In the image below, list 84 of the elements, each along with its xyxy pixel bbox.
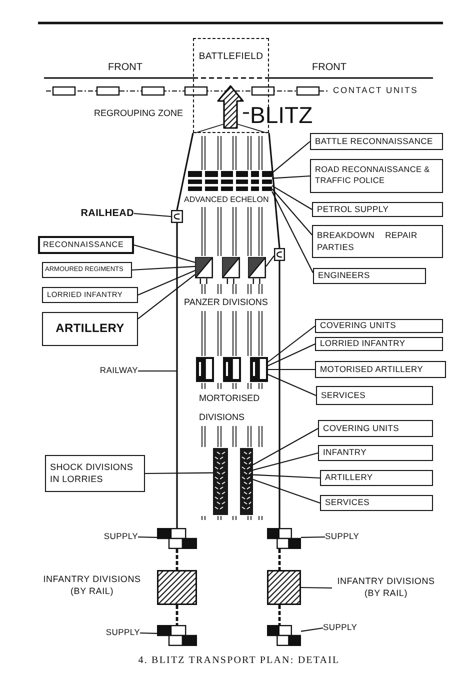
railway-line xyxy=(278,605,281,625)
division-symbol xyxy=(248,257,266,284)
unit-box: INFANTRY xyxy=(318,445,433,461)
supply-label: SUPPLY xyxy=(325,531,371,543)
leader-line xyxy=(268,344,316,366)
unit-box: ENGINEERS xyxy=(313,268,426,284)
front-label: FRONT xyxy=(108,62,142,74)
division-symbol xyxy=(195,257,213,284)
echelon-label: ADVANCED ECHELON xyxy=(184,195,269,204)
leader-line xyxy=(252,428,318,466)
division-symbol xyxy=(196,357,214,382)
railway-line xyxy=(176,223,178,528)
infantry-division-block xyxy=(157,570,197,605)
unit-box: ARTILLERY xyxy=(320,470,433,486)
unit-box: LORRIED INFANTRY xyxy=(315,337,443,351)
unit-box: RECONNAISSANCE xyxy=(38,236,134,254)
leader-line xyxy=(301,536,325,538)
leader-line xyxy=(300,627,324,632)
leader-line xyxy=(252,478,320,504)
railway-line xyxy=(176,132,194,210)
leader-line xyxy=(272,175,310,179)
unit-box: ROAD RECONNAISSANCE & TRAFFIC POLICE xyxy=(310,159,443,193)
division-label: PANZER DIVISIONS xyxy=(184,297,268,308)
railhead-marker-icon xyxy=(274,248,285,261)
division-bar xyxy=(240,448,253,515)
leader-line xyxy=(268,368,315,370)
railway-line xyxy=(278,261,280,528)
unit-box: SHOCK DIVISIONS IN LORRIES xyxy=(45,455,145,492)
unit-box: COVERING UNITS xyxy=(318,420,433,437)
leader-line xyxy=(132,266,196,271)
leader-line xyxy=(138,536,158,538)
railway-label: RAILWAY xyxy=(90,365,138,377)
unit-box: MOTORISED ARTILLERY xyxy=(315,361,446,378)
supply-symbol xyxy=(267,528,301,549)
railhead-label: RAILHEAD xyxy=(68,207,134,220)
division-symbol xyxy=(222,257,240,284)
railway-line xyxy=(176,605,178,625)
leader-line xyxy=(301,586,332,589)
railway-line xyxy=(278,549,281,570)
division-bar xyxy=(213,448,228,515)
unit-box: ARTILLERY xyxy=(42,312,138,346)
leader-line xyxy=(145,472,213,474)
division-symbol xyxy=(250,357,268,382)
unit-box: PETROL SUPPLY xyxy=(312,202,443,217)
leader-line xyxy=(138,270,196,296)
railway-line xyxy=(268,132,280,248)
unit-box: COVERING UNITS xyxy=(315,319,443,333)
leader-line xyxy=(272,141,310,174)
supply-label: SUPPLY xyxy=(92,627,140,639)
leader-line xyxy=(272,185,312,210)
leader-line xyxy=(266,255,274,267)
supply-symbol xyxy=(157,528,197,549)
regrouping-zone-label: REGROUPING ZONE xyxy=(94,108,184,118)
division-symbol xyxy=(223,357,241,382)
leader-line xyxy=(138,370,177,372)
leader-line xyxy=(140,632,158,634)
leader-line xyxy=(268,326,316,362)
leader-line xyxy=(134,212,172,218)
unit-box: SERVICES xyxy=(316,386,433,405)
leader-line xyxy=(134,244,196,263)
supply-label: SUPPLY xyxy=(323,622,369,634)
supply-symbol xyxy=(157,625,197,646)
blitz-label: BLITZ xyxy=(250,102,313,128)
unit-box: SERVICES xyxy=(320,495,433,511)
leader-line xyxy=(138,274,196,320)
leader-line xyxy=(272,188,312,236)
infantry-divisions-label: INFANTRY DIVISIONS (BY RAIL) xyxy=(42,574,142,598)
leader-line xyxy=(272,191,314,274)
leader-line xyxy=(252,452,318,471)
front-label: FRONT xyxy=(312,62,346,74)
contact-units-label: CONTACT UNITS xyxy=(333,86,418,96)
supply-label: SUPPLY xyxy=(92,531,138,543)
supply-symbol xyxy=(267,625,301,646)
leader-line xyxy=(252,474,320,479)
leader-line xyxy=(268,374,316,396)
unit-box: BATTLE RECONNAISSANCE xyxy=(310,133,443,150)
infantry-divisions-label: INFANTRY DIVISIONS (BY RAIL) xyxy=(332,574,440,602)
unit-box: BREAKDOWN REPAIR PARTIES xyxy=(312,225,443,258)
division-label: MORTORISED DIVISIONS xyxy=(199,392,261,424)
echelon-bars xyxy=(188,171,272,192)
railhead-marker-icon xyxy=(171,210,183,223)
figure-caption: 4. BLITZ TRANSPORT PLAN: DETAIL xyxy=(138,655,340,666)
infantry-division-block xyxy=(267,570,301,605)
railway-line xyxy=(176,549,178,570)
